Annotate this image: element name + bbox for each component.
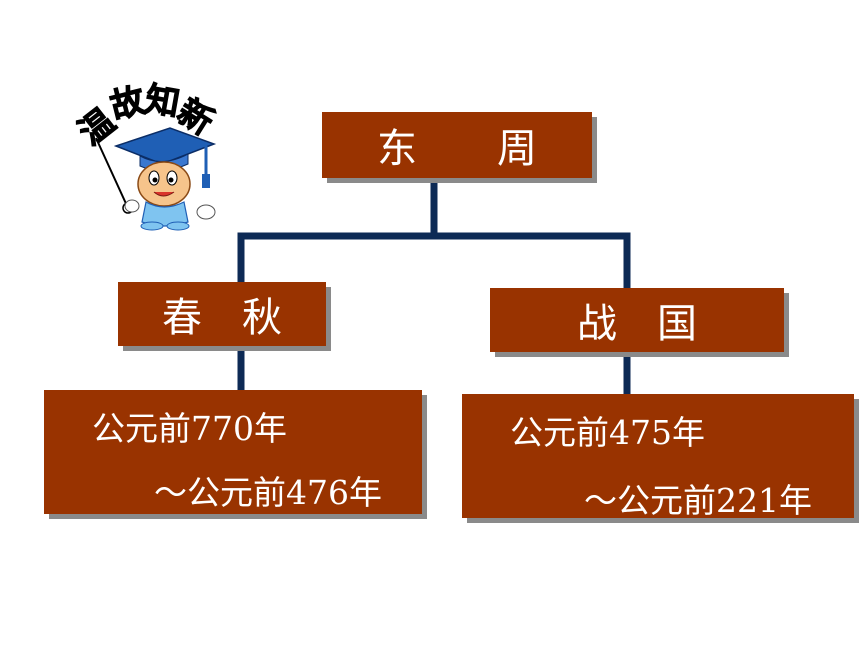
- date-end-text: ～公元前221年: [584, 481, 812, 520]
- branch-node-label: 春 秋: [162, 295, 282, 341]
- date-range-box-left: 公元前770年 ～公元前476年: [44, 390, 422, 514]
- date-start-text: 公元前770年: [92, 409, 287, 448]
- root-node-label: 东 周: [377, 126, 537, 172]
- root-node-box: 东 周: [322, 112, 592, 178]
- branch-node-box-right: 战 国: [490, 288, 784, 352]
- branch-node-box-left: 春 秋: [118, 282, 326, 346]
- graduate-mascot-icon: [95, 127, 217, 231]
- date-start-text: 公元前475年: [510, 413, 705, 452]
- date-end-text: ～公元前476年: [154, 473, 382, 512]
- date-range-box-right: 公元前475年 ～公元前221年: [462, 394, 854, 520]
- branch-node-label: 战 国: [577, 301, 697, 347]
